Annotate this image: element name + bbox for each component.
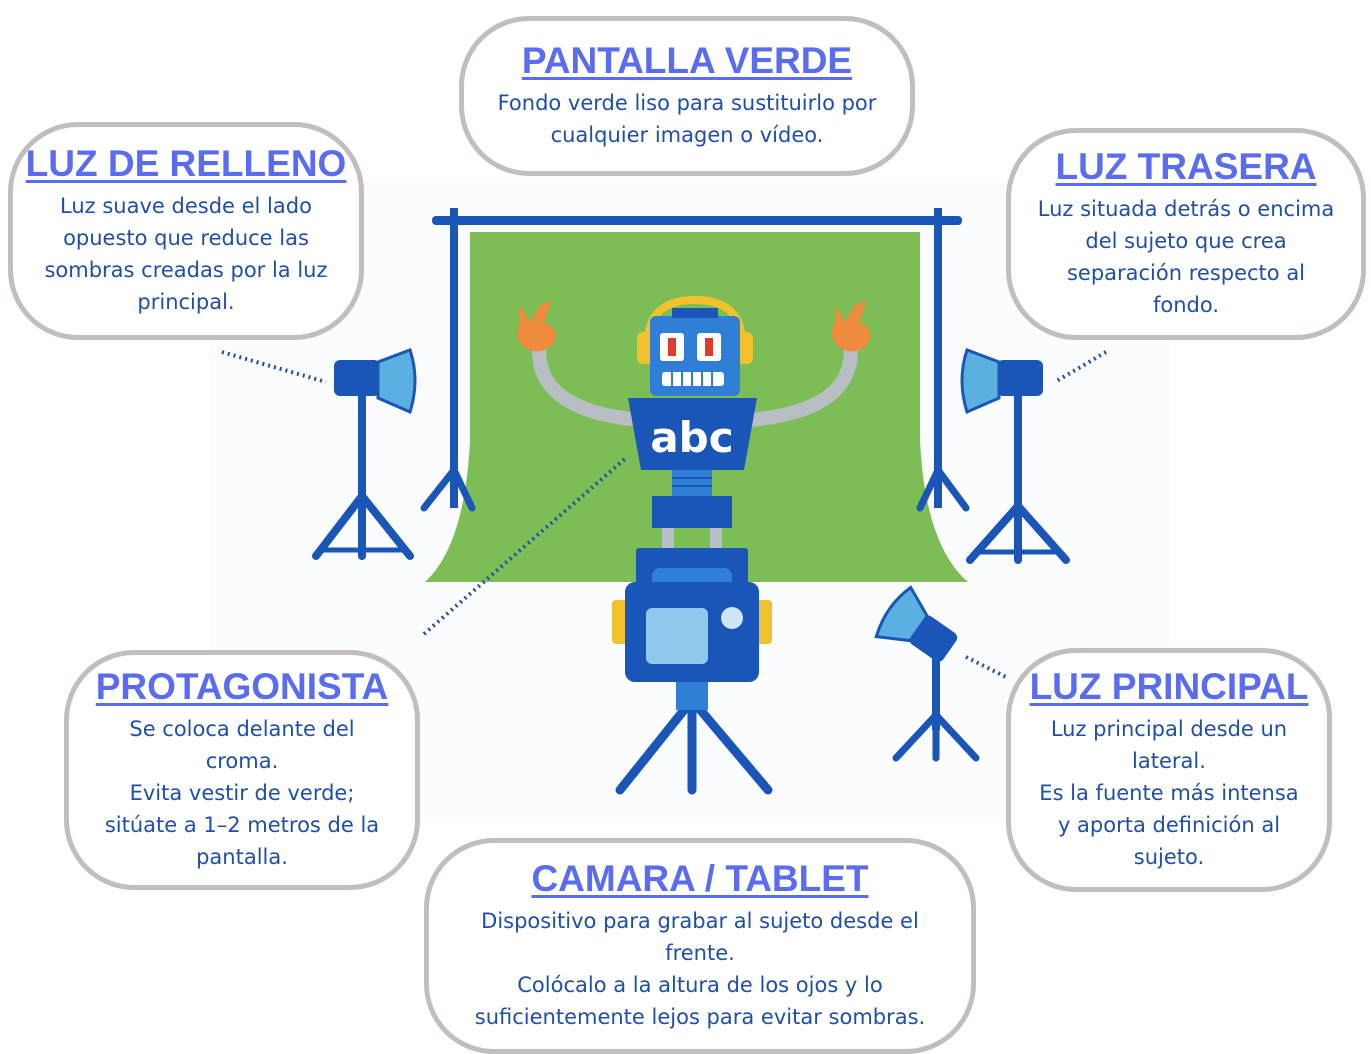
luz-trasera-title[interactable]: LUZ TRASERA	[1055, 145, 1317, 187]
callout-protagonista: PROTAGONISTA Se coloca delante del croma…	[64, 650, 420, 890]
camara-tablet-title[interactable]: CAMARA / TABLET	[531, 857, 869, 899]
protagonista-title[interactable]: PROTAGONISTA	[95, 665, 389, 707]
leader-line-key-light	[965, 655, 1007, 679]
luz-principal-title[interactable]: LUZ PRINCIPAL	[1029, 665, 1309, 707]
protagonista-text: Se coloca delante del croma. Evita vesti…	[104, 717, 380, 870]
leader-lines	[221, 350, 1108, 679]
robot-protagonist-icon: abc	[516, 295, 871, 556]
callout-camara-tablet: CAMARA / TABLET Dispositivo para grabar …	[424, 838, 976, 1054]
leader-line-fill-light	[221, 350, 327, 384]
robot-chest-logo: abc	[650, 413, 733, 462]
callout-pantalla-verde: PANTALLA VERDE Fondo verde liso para sus…	[459, 16, 915, 176]
pantalla-verde-text: Fondo verde liso para sustituirlo por cu…	[497, 91, 877, 148]
luz-principal-text: Luz principal desde un lateral. Es la fu…	[1039, 717, 1299, 870]
luz-relleno-text: Luz suave desde el lado opuesto que redu…	[44, 194, 328, 315]
leader-line-protagonist	[422, 456, 628, 636]
pantalla-verde-title[interactable]: PANTALLA VERDE	[521, 39, 853, 81]
fill-light-icon	[312, 348, 417, 560]
luz-trasera-text: Luz situada detrás o encima del sujeto q…	[1037, 197, 1335, 318]
callout-luz-trasera: LUZ TRASERA Luz situada detrás o encima …	[1006, 128, 1366, 340]
key-light-icon	[874, 585, 980, 762]
back-light-icon	[960, 348, 1070, 564]
leader-line-back-light	[1053, 350, 1108, 384]
camera-on-tripod-icon	[612, 548, 773, 795]
luz-relleno-title[interactable]: LUZ DE RELLENO	[25, 142, 347, 184]
camara-tablet-text: Dispositivo para grabar al sujeto desde …	[474, 909, 926, 1030]
callout-luz-relleno: LUZ DE RELLENO Luz suave desde el lado o…	[8, 122, 364, 340]
callout-luz-principal: LUZ PRINCIPAL Luz principal desde un lat…	[1006, 648, 1332, 892]
